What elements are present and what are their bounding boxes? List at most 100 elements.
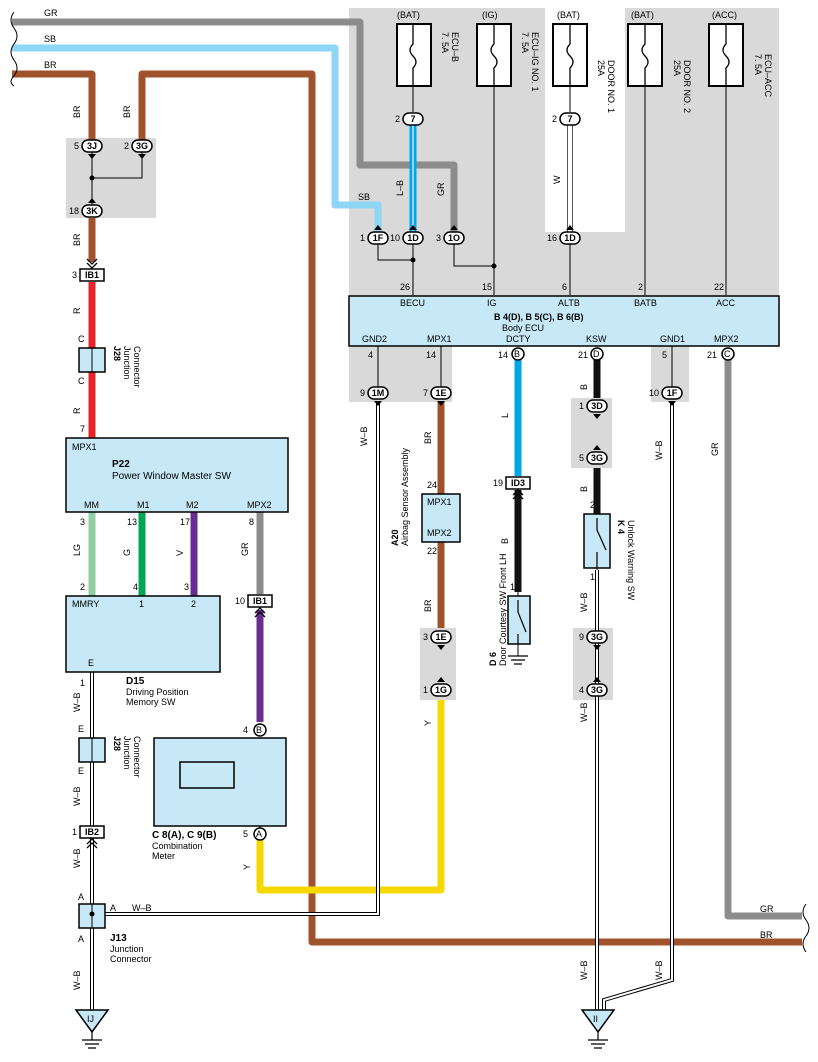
- d15-pin-num: 4: [133, 582, 138, 592]
- connector-pin: 16: [547, 233, 557, 243]
- fuse-source: (ACC): [712, 10, 737, 20]
- fuse-name: ECU–IG NO. 1: [530, 32, 540, 92]
- label-sb-ecu: SB: [358, 192, 370, 202]
- connector-pin: 3: [423, 632, 428, 642]
- arrow-icon: [668, 401, 676, 406]
- chevron-up-icon: [86, 838, 98, 849]
- p22-power-window-master-sw: 7 MPX1 P22 Power Window Master SW MM M1 …: [65, 424, 289, 527]
- d6-door-courtesy-sw: 1 D 6 Door Courtesy SW Front LH: [488, 553, 531, 666]
- connector-code: 1F: [667, 388, 678, 398]
- a20-id: A20: [390, 529, 400, 546]
- label-gr-right: GR: [760, 904, 774, 914]
- connector-pin: 18: [69, 206, 79, 216]
- a20-pin-label: MPX1: [427, 497, 452, 507]
- label-b-ksw1: B: [579, 384, 589, 390]
- ecu-pin-num: 21: [578, 350, 588, 360]
- ecu-pin-num: 6: [562, 282, 567, 292]
- connector-pin: 5: [579, 453, 584, 463]
- p22-pin-label: MPX2: [247, 500, 272, 510]
- combination-meter: B 4 A 5 C 8(A), C 9(B) Combination Meter: [152, 723, 287, 861]
- connector-pin: 7: [423, 388, 428, 398]
- p22-pin-num: 13: [127, 517, 137, 527]
- j13-pin: A: [78, 892, 84, 902]
- connector-code: IB1: [85, 270, 99, 280]
- label-b-ksw2: B: [579, 486, 589, 492]
- connector-c1e3: 1E3: [423, 630, 452, 650]
- wire-sb-top: [12, 44, 382, 232]
- connector-c1o: 1O3: [436, 225, 465, 245]
- fuse-door-2: (BAT) 25A DOOR NO. 2: [627, 10, 692, 113]
- label-br-top: BR: [44, 60, 57, 70]
- body-ecu-title: B 4(D), B 5(C), B 6(B): [494, 312, 584, 322]
- ecu-pin-num: 14: [426, 350, 436, 360]
- label-y-a20: Y: [423, 720, 433, 726]
- label-sb-top: SB: [44, 34, 56, 44]
- connector-code: 3J: [87, 141, 97, 151]
- fuse-rating: 7. 5A: [520, 32, 530, 53]
- ecu-pin-num: 26: [400, 282, 410, 292]
- label-wb-gnd2: W–B: [359, 426, 369, 446]
- p22-id: P22: [112, 459, 130, 470]
- connector-code: 3D: [591, 401, 603, 411]
- conn-circle-b: [511, 347, 525, 361]
- fuse-ecu-b: (BAT) 7. 5A ECU–B: [396, 10, 460, 87]
- a20-pin-num: 22: [427, 546, 437, 556]
- d15-pin-num: 2: [80, 582, 85, 592]
- meter-pin-num: 4: [243, 725, 248, 735]
- d6-pin-num: 1: [510, 582, 515, 592]
- body-ecu-name: Body ECU: [502, 323, 544, 333]
- fuse-rating: 25A: [672, 60, 682, 76]
- j13-name: Connector: [110, 954, 152, 964]
- j13-id: J13: [110, 933, 127, 944]
- connector-code: 1M: [372, 388, 385, 398]
- body-ecu: B 4(D), B 5(C), B 6(B) Body ECU 26 BECU …: [348, 282, 780, 361]
- connector-code: IB2: [85, 827, 99, 837]
- chevron-up-icon: [254, 607, 266, 618]
- j28-name: Junction: [122, 736, 132, 770]
- connector-code: 1O: [448, 233, 460, 243]
- d6-id: D 6: [488, 652, 498, 666]
- a20-name: Airbag Sensor Assembly: [400, 447, 410, 546]
- conn-circle-d: [590, 347, 604, 361]
- ecu-pin-label: IG: [487, 298, 497, 308]
- connector-c1g: 1G1: [423, 677, 452, 697]
- connector-code: 3G: [591, 632, 603, 642]
- meter-conn-b: [253, 723, 267, 737]
- j28-pin: E: [78, 766, 84, 776]
- chevron-up-icon: [512, 489, 524, 500]
- arrow-icon: [88, 154, 96, 159]
- label-gr-ecu: GR: [436, 182, 446, 196]
- ecu-pin-label: ACC: [716, 298, 736, 308]
- d15-driving-position-memory-sw: 2 4 3 MMRY 1 2 E 1 D15 Driving Position …: [65, 582, 221, 707]
- label-gr-mpx2r: GR: [710, 442, 720, 456]
- arrow-icon: [593, 677, 601, 682]
- connector-code: 1D: [407, 233, 419, 243]
- label-gr-mpx2: GR: [240, 542, 250, 556]
- d15-pin-num: 3: [184, 582, 189, 592]
- ecu-pin-label: KSW: [586, 334, 607, 344]
- connector-pin: 2: [124, 141, 129, 151]
- ecu-pin-num: 4: [368, 350, 373, 360]
- ecu-pin-label: MPX2: [714, 334, 739, 344]
- connector-c1e: 1E7: [423, 386, 452, 406]
- p22-pin-label: M2: [186, 500, 199, 510]
- d6-name: Door Courtesy SW Front LH: [498, 553, 508, 666]
- p22-pin-label: MM: [84, 500, 99, 510]
- arrow-icon: [88, 198, 96, 203]
- connector-pin: 1: [360, 233, 365, 243]
- arrow-icon: [593, 445, 601, 450]
- meter-name: Meter: [152, 851, 175, 861]
- label-br-left1: BR: [72, 105, 82, 118]
- conn-letter: C: [724, 349, 731, 359]
- connector-f7b: 72: [552, 112, 581, 126]
- wire-br-long: [138, 70, 802, 946]
- a20-airbag-sensor-assembly: 24 MPX1 MPX2 22 A20 Airbag Sensor Assemb…: [390, 447, 461, 556]
- meter-id: C 8(A), C 9(B): [152, 830, 216, 841]
- k4-pin-num: 2: [590, 500, 595, 510]
- ground-ij: IJ: [74, 1009, 110, 1049]
- j28-pin: E: [78, 724, 84, 734]
- fuse-door-1: (BAT) 25A DOOR NO. 1: [552, 10, 616, 113]
- label-br-left3: BR: [72, 233, 82, 246]
- label-br-right: BR: [760, 930, 773, 940]
